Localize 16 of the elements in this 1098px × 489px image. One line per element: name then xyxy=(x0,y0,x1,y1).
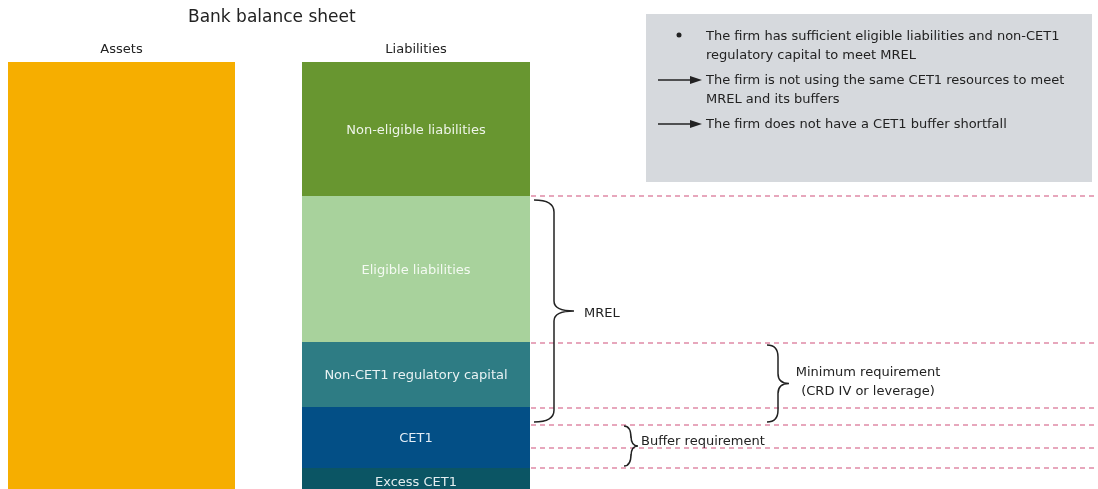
column-heading: Liabilities xyxy=(385,41,447,56)
capital-block: Excess CET1 xyxy=(302,468,530,489)
note-text: The firm does not have a CET1 buffer shortfall xyxy=(706,115,1008,133)
brace-label: Buffer requirement xyxy=(641,432,765,450)
brace-label: Minimum requirement (CRD IV or leverage) xyxy=(794,363,942,400)
liabilities-column xyxy=(302,40,530,489)
brace-label: MREL xyxy=(584,304,620,322)
capital-block: CET1 xyxy=(302,407,530,468)
note-panel xyxy=(646,14,1092,182)
note-text: The firm is not using the same CET1 resources to meet MREL and its buffers xyxy=(706,71,1066,108)
title: Bank balance sheet xyxy=(188,6,356,26)
liability-block: Eligible liabilities xyxy=(302,196,530,342)
capital-block: Non-CET1 regulatory capital xyxy=(302,342,530,407)
note-text: The firm has sufficient eligible liabilities and non-CET1 regulatory capital to meet MREL xyxy=(706,27,1061,64)
column-heading: Assets xyxy=(100,41,143,56)
liability-block: Non-eligible liabilities xyxy=(302,62,530,196)
